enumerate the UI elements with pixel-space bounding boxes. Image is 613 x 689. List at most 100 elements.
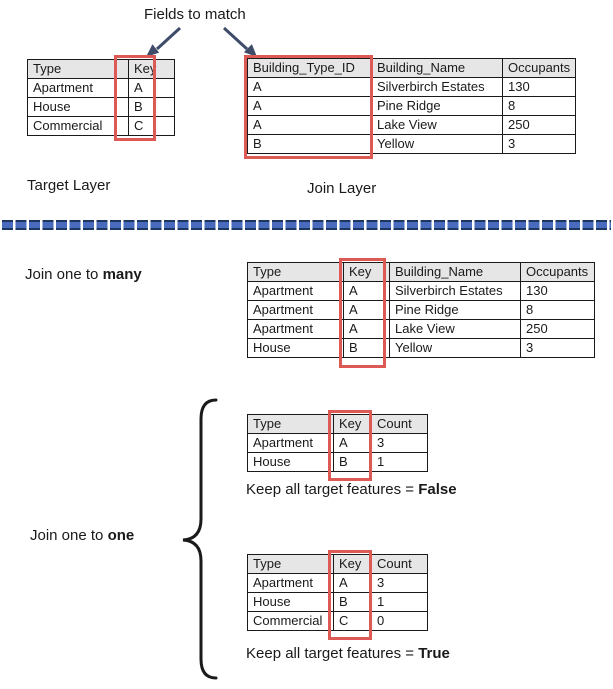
one-to-many-table: Type Key Building_Name Occupants Apartme… [247, 262, 595, 358]
label-bold-text: one [107, 527, 135, 544]
one-to-one-true-table: Type Key Count Apartment A 3 House B 1 C… [247, 554, 428, 631]
keep-true-caption: Keep all target features = True [246, 645, 450, 662]
table-cell: B [333, 592, 372, 612]
table-row: Apartment A Pine Ridge 8 [247, 300, 595, 320]
down-left-arrow-icon [142, 26, 186, 60]
caption-bold-text: False [418, 481, 457, 498]
table-cell: Yellow [389, 338, 521, 358]
table-row: Commercial C 0 [247, 611, 428, 631]
table-cell: Pine Ridge [371, 96, 503, 116]
table-cell: A [333, 433, 372, 453]
table-cell: 3 [371, 433, 428, 453]
table-row: House B 1 [247, 452, 428, 472]
column-header: Type [247, 554, 334, 574]
table-cell: Pine Ridge [389, 300, 521, 320]
down-right-arrow-icon [220, 26, 264, 60]
table-cell: A [247, 96, 372, 116]
column-header: Building_Name [371, 58, 503, 78]
table-cell: 3 [371, 573, 428, 593]
target-layer-table: Type Key Apartment A House B Commercial … [27, 59, 175, 136]
column-header: Count [371, 414, 428, 434]
table-cell: A [247, 77, 372, 97]
table-row: Commercial C [27, 116, 175, 136]
target-layer-label: Target Layer [27, 177, 111, 194]
column-header: Occupants [501, 58, 577, 78]
table-row: House B [27, 97, 175, 117]
table-cell: Apartment [247, 433, 334, 453]
table-row: House B Yellow 3 [247, 338, 595, 358]
table-cell: A [343, 281, 390, 301]
join-one-to-one-label: Join one to one [30, 527, 134, 544]
table-cell: Yellow [371, 134, 503, 154]
column-header: Count [371, 554, 428, 574]
table-cell: 130 [520, 281, 595, 301]
table-cell: B [128, 97, 175, 117]
table-cell: Apartment [247, 300, 344, 320]
column-header: Type [247, 414, 334, 434]
divider-line [2, 220, 611, 230]
table-row: B Yellow 3 [247, 134, 577, 154]
table-cell: A [333, 573, 372, 593]
table-row: Apartment A Silverbirch Estates 130 [247, 281, 595, 301]
table-cell: A [247, 115, 372, 135]
label-bold-text: many [102, 266, 142, 283]
table-cell: 0 [371, 611, 428, 631]
column-header: Key [128, 59, 175, 79]
caption-bold-text: True [418, 645, 450, 662]
table-cell: Silverbirch Estates [371, 77, 503, 97]
table-cell: A [128, 78, 175, 98]
table-cell: House [247, 452, 334, 472]
table-cell: Apartment [27, 78, 129, 98]
column-header: Building_Type_ID [247, 58, 372, 78]
table-row: House B 1 [247, 592, 428, 612]
table-row: Apartment A 3 [247, 433, 428, 453]
table-cell: 130 [501, 77, 577, 97]
table-cell: C [333, 611, 372, 631]
label-text: Join one to [25, 266, 103, 283]
table-cell: Commercial [247, 611, 334, 631]
join-one-to-many-label: Join one to many [25, 266, 142, 283]
column-header: Occupants [520, 262, 595, 282]
table-cell: 8 [501, 96, 577, 116]
table-cell: 250 [501, 115, 577, 135]
table-cell: Apartment [247, 573, 334, 593]
table-cell: Commercial [27, 116, 129, 136]
table-cell: Apartment [247, 281, 344, 301]
column-header: Type [247, 262, 344, 282]
join-layer-label: Join Layer [307, 180, 377, 197]
table-row: Apartment A 3 [247, 573, 428, 593]
table-row: A Pine Ridge 8 [247, 96, 577, 116]
table-cell: Lake View [371, 115, 503, 135]
table-cell: 250 [520, 319, 595, 339]
table-cell: Lake View [389, 319, 521, 339]
left-curly-brace-icon [180, 397, 220, 681]
table-cell: Apartment [247, 319, 344, 339]
table-cell: 1 [371, 452, 428, 472]
table-cell: B [343, 338, 390, 358]
table-cell: B [247, 134, 372, 154]
table-cell: 3 [501, 134, 577, 154]
table-cell: C [128, 116, 175, 136]
column-header: Building_Name [389, 262, 521, 282]
table-cell: Silverbirch Estates [389, 281, 521, 301]
table-row: Apartment A [27, 78, 175, 98]
column-header: Key [333, 414, 372, 434]
table-cell: A [343, 300, 390, 320]
column-header: Key [333, 554, 372, 574]
table-cell: B [333, 452, 372, 472]
table-row: Apartment A Lake View 250 [247, 319, 595, 339]
fields-to-match-label: Fields to match [144, 6, 246, 23]
column-header: Key [343, 262, 390, 282]
caption-text: Keep all target features = [246, 645, 419, 662]
table-row: A Silverbirch Estates 130 [247, 77, 577, 97]
table-cell: House [247, 338, 344, 358]
table-cell: 8 [520, 300, 595, 320]
join-layer-table: Building_Type_ID Building_Name Occupants… [247, 58, 577, 154]
table-row: A Lake View 250 [247, 115, 577, 135]
column-header: Type [27, 59, 129, 79]
table-cell: House [247, 592, 334, 612]
table-cell: House [27, 97, 129, 117]
keep-false-caption: Keep all target features = False [246, 481, 457, 498]
table-cell: 3 [520, 338, 595, 358]
